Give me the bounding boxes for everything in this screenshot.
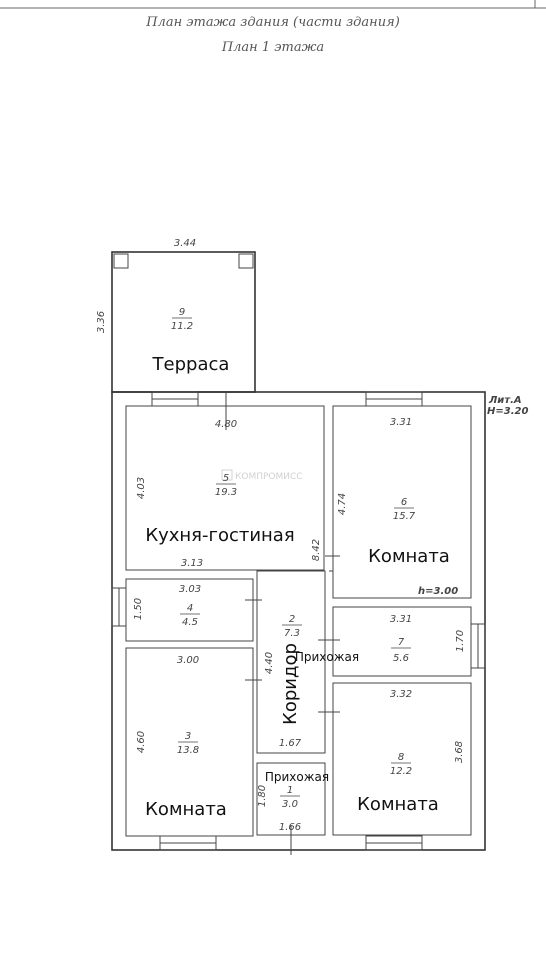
svg-text:15.7: 15.7 [393, 511, 416, 522]
corridor [256, 570, 326, 754]
svg-text:7: 7 [398, 637, 405, 648]
dim-room6-h: 4.74 [337, 493, 348, 515]
svg-text:1: 1 [287, 785, 293, 796]
label-room6: Комната [368, 546, 450, 567]
building-height: H=3.20 [487, 406, 528, 417]
dim-room8-h: 3.68 [454, 741, 465, 763]
dim-hall1-h: 1.80 [257, 785, 268, 807]
plan-subtitle: План 1 этажа [221, 40, 325, 55]
svg-text:19.3: 19.3 [215, 487, 237, 498]
dim-hall7-h: 1.70 [455, 630, 466, 652]
dim-terrace-h: 3.36 [96, 311, 107, 333]
svg-text:9: 9 [179, 307, 185, 318]
svg-text:2: 2 [289, 614, 295, 625]
label-terrace: Терраса [152, 354, 230, 375]
svg-text:8: 8 [398, 752, 404, 763]
dim-room6-w: 3.31 [390, 417, 412, 428]
svg-text:КОМПРОМИСС: КОМПРОМИСС [235, 472, 303, 482]
dim-room4-h: 1.50 [133, 598, 144, 620]
svg-text:4.5: 4.5 [182, 617, 198, 628]
dim-hall1-w: 1.66 [279, 822, 301, 833]
dim-stair: 8.42 [311, 539, 322, 561]
svg-text:3: 3 [185, 731, 191, 742]
svg-text:6: 6 [401, 497, 407, 508]
dim-terrace-w: 3.44 [174, 238, 196, 249]
label-hall7: Прихожая [295, 650, 359, 664]
label-corridor: Коридор [280, 643, 301, 725]
room-numbers: 9 11.2 5 19.3 6 15.7 4 4.5 2 7.3 7 5.6 3… [171, 307, 416, 810]
dim-hall7-w: 3.31 [390, 614, 412, 625]
dim-room4-w: 3.03 [179, 584, 201, 595]
room-8 [332, 682, 472, 836]
watermark: КОМПРОМИСС [221, 469, 303, 482]
dim-kitchen-b: 3.13 [181, 558, 203, 569]
plan-title: План этажа здания (части здания) [146, 15, 400, 30]
svg-text:5: 5 [223, 473, 229, 484]
label-room3: Комната [145, 799, 227, 820]
room-kitchen [125, 405, 325, 571]
building-letter: Лит.А [488, 395, 522, 406]
dim-corr-w: 1.67 [279, 738, 302, 749]
ceiling-height: h=3.00 [418, 586, 458, 597]
svg-text:3.0: 3.0 [282, 799, 298, 810]
dim-kitchen-h: 4.03 [136, 477, 147, 499]
svg-text:5.6: 5.6 [393, 653, 409, 664]
dim-room3-h: 4.60 [136, 731, 147, 753]
dim-corr-h: 4.40 [264, 652, 275, 674]
dim-kitchen-w: 4.80 [215, 419, 237, 430]
label-hall1: Прихожая [265, 770, 329, 784]
windows [111, 391, 486, 851]
svg-text:13.8: 13.8 [177, 745, 199, 756]
svg-text:11.2: 11.2 [171, 321, 193, 332]
dim-room8-w: 3.32 [390, 689, 412, 700]
label-room8: Комната [357, 794, 439, 815]
doors [225, 392, 340, 855]
svg-text:12.2: 12.2 [390, 766, 412, 777]
label-kitchen: Кухня-гостиная [145, 525, 294, 546]
dim-room3-w: 3.00 [177, 655, 199, 666]
svg-text:4: 4 [187, 603, 193, 614]
svg-text:7.3: 7.3 [284, 628, 300, 639]
